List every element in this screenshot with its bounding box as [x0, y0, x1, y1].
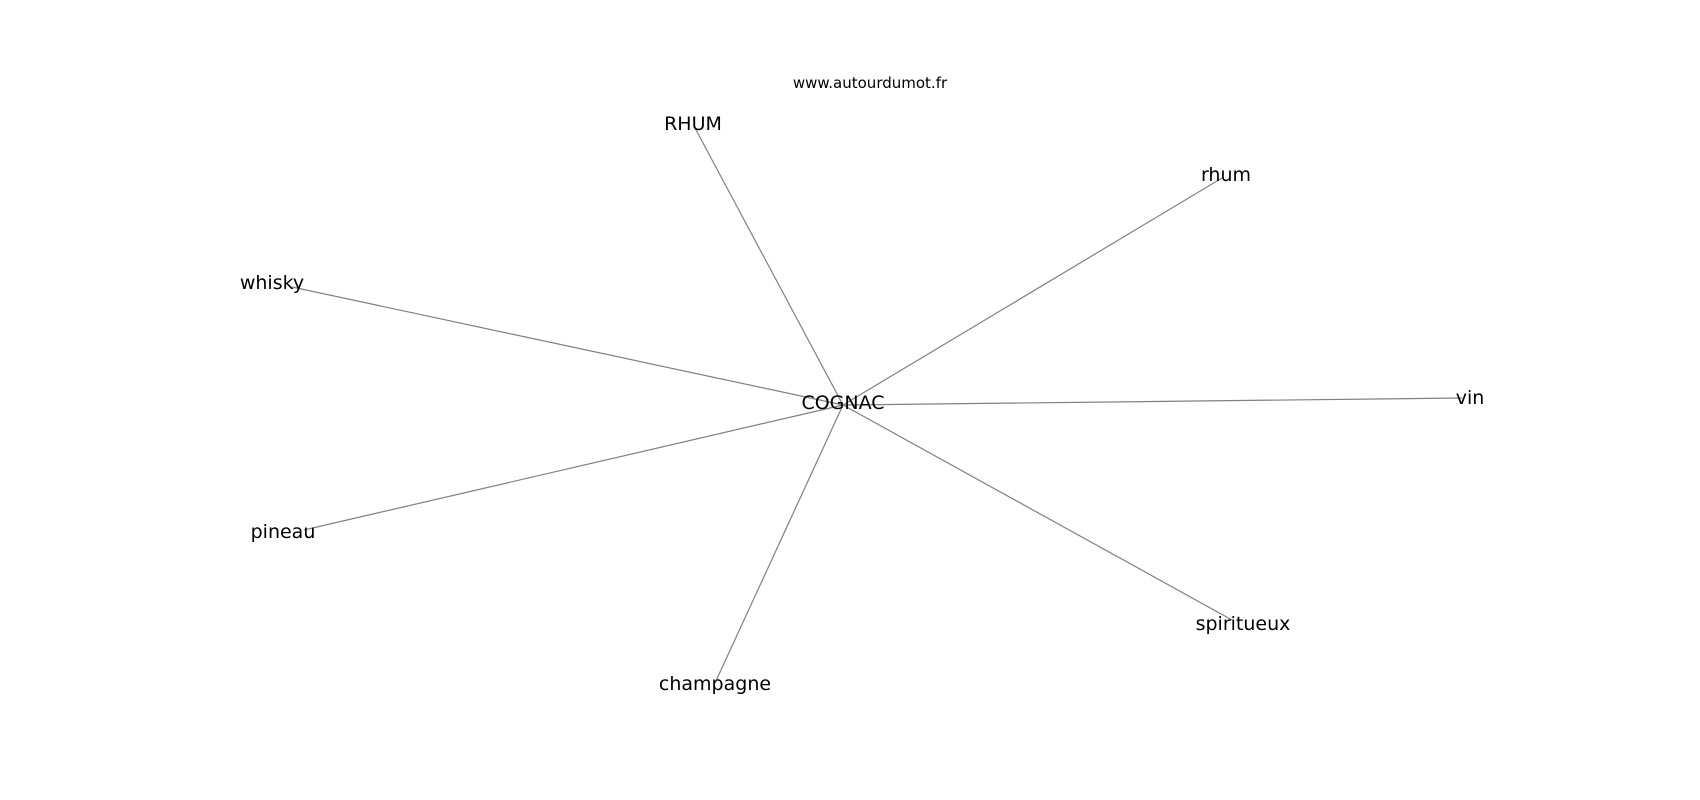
node-label-pineau: pineau: [251, 521, 316, 543]
edge-cognac-whisky: [291, 286, 844, 406]
edge-cognac-vin: [842, 397, 1463, 406]
node-label-vin: vin: [1456, 387, 1485, 409]
edge-cognac-pineau: [303, 404, 844, 531]
source-label: www.autourdumot.fr: [793, 74, 948, 92]
node-label-rhum: rhum: [1201, 164, 1251, 186]
edge-cognac-rhum-upper: [694, 127, 844, 406]
node-label-whisky: whisky: [240, 272, 304, 294]
center-node-label: COGNAC: [801, 392, 884, 414]
edge-cognac-champagne: [714, 404, 844, 684]
edge-cognac-rhum: [842, 177, 1223, 406]
node-labels: RHUM rhum whisky vin pineau spiritueux c…: [240, 113, 1484, 695]
edges: [291, 127, 1463, 684]
node-label-champagne: champagne: [659, 673, 771, 695]
node-label-spiritueux: spiritueux: [1196, 613, 1291, 635]
node-label-rhum-upper: RHUM: [664, 113, 722, 135]
edge-cognac-spiritueux: [842, 404, 1233, 621]
